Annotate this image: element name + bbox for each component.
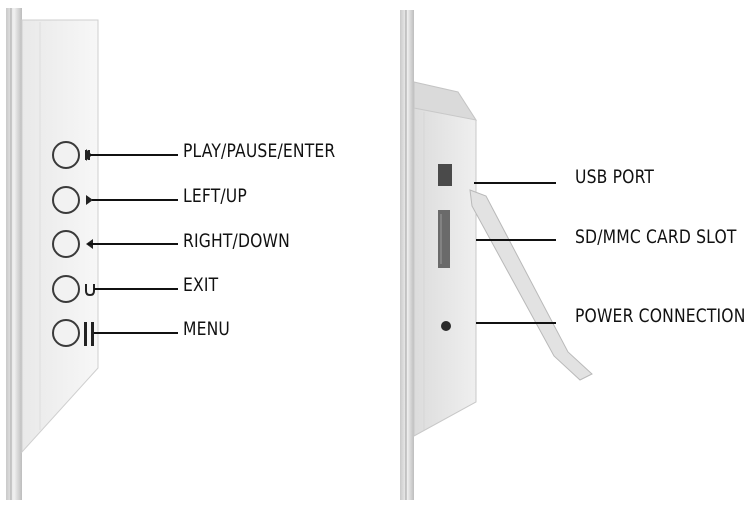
- play-pause-icon: [85, 149, 92, 161]
- label-sd-mmc-card-slot: SD/MMC CARD SLOT: [575, 226, 737, 248]
- left-frame-edge: [6, 8, 22, 500]
- right-down-button[interactable]: [52, 230, 80, 258]
- menu-glyph-icon: [84, 322, 94, 346]
- menu-button[interactable]: [52, 319, 80, 347]
- stand-leg: [469, 189, 593, 381]
- usb-port: [438, 164, 452, 186]
- label-exit: EXIT: [183, 274, 219, 296]
- right-frame-edge: [400, 10, 414, 500]
- return-icon: [85, 284, 95, 297]
- label-usb-port: USB PORT: [575, 166, 655, 188]
- label-menu: MENU: [183, 318, 231, 340]
- exit-button[interactable]: [52, 275, 80, 303]
- power-jack: [441, 321, 451, 331]
- label-left-up: LEFT/UP: [183, 185, 247, 207]
- label-play-pause-enter: PLAY/PAUSE/ENTER: [183, 140, 336, 162]
- label-right-down: RIGHT/DOWN: [183, 230, 290, 252]
- right-side-body: [413, 107, 477, 437]
- left-device: [6, 8, 178, 500]
- play-pause-button[interactable]: [52, 141, 80, 169]
- left-up-button[interactable]: [52, 186, 80, 214]
- right-device: [400, 10, 593, 500]
- triangle-right-icon: [86, 195, 93, 205]
- label-power-connection: POWER CONNECTION: [575, 305, 746, 327]
- sd-card-slot: [438, 210, 450, 268]
